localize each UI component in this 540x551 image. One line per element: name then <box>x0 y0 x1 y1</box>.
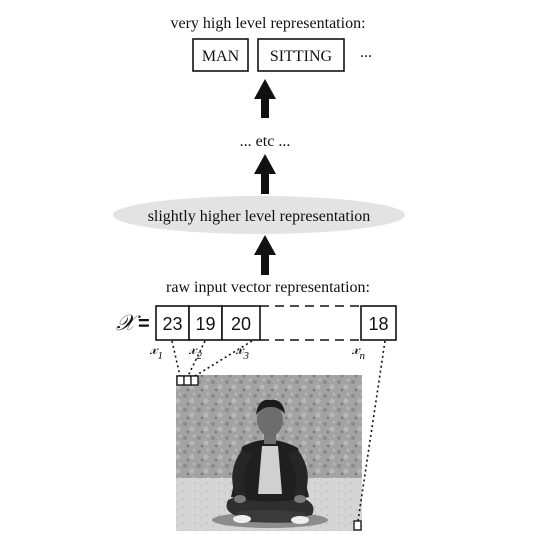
up-arrow-icon <box>254 235 276 275</box>
x2-sub: 2 <box>197 350 203 362</box>
vector-value-1: 23 <box>162 314 182 334</box>
man-label: MAN <box>202 48 240 65</box>
sitting-label: SITTING <box>270 48 333 65</box>
top-heading: very high level representation: <box>170 15 365 32</box>
connector-x2 <box>187 340 206 377</box>
equals-sign: = <box>138 313 150 335</box>
x3-label: 𝓍3 <box>235 341 250 362</box>
up-arrow-icon <box>254 79 276 118</box>
connector-xn <box>357 340 386 522</box>
vector-value-2: 19 <box>195 314 215 334</box>
connector-x1 <box>171 340 181 377</box>
x1-sub: 1 <box>158 350 164 362</box>
vector-cell-2 <box>188 305 223 341</box>
x1-base: 𝓍 <box>149 341 159 358</box>
sitting-box <box>257 38 345 72</box>
vector-cell-1 <box>155 305 190 341</box>
x3-sub: 3 <box>243 350 250 362</box>
xn-sub: n <box>360 350 366 362</box>
top-ellipsis: ... <box>360 44 372 61</box>
xn-base: 𝓍 <box>351 341 361 358</box>
middle-label: slightly higher level representation <box>148 208 371 225</box>
photo-man-sitting <box>176 375 362 531</box>
up-arrow-icon <box>254 154 276 194</box>
x2-base: 𝓍 <box>188 341 198 358</box>
x2-label: 𝓍2 <box>188 341 203 362</box>
vector-value-3: 20 <box>231 314 251 334</box>
raw-heading: raw input vector representation: <box>166 279 370 296</box>
vector-value-n: 18 <box>368 314 388 334</box>
etc-label: ... etc ... <box>240 133 291 150</box>
x3-base: 𝓍 <box>235 341 245 358</box>
man-box <box>192 38 249 72</box>
x1-label: 𝓍1 <box>149 341 163 362</box>
xn-label: 𝓍n <box>351 341 366 362</box>
vector-cell-n <box>360 305 397 341</box>
connector-x3 <box>194 340 253 377</box>
middle-representation-ellipse <box>113 196 405 234</box>
vector-cell-3 <box>221 305 261 341</box>
